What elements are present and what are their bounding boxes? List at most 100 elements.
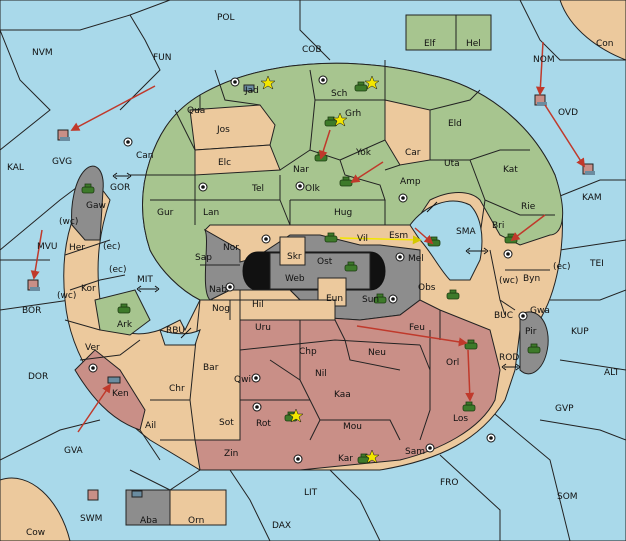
territory-hil-strip[interactable] [239,289,302,301]
label-feu: Feu [409,323,425,333]
army-icon [357,453,371,464]
territory-car[interactable] [384,99,431,166]
army-icon [117,303,131,314]
fleet-icon [534,94,547,106]
territory-skr[interactable] [279,236,306,266]
label-gaw: Gaw [86,201,106,211]
label-qwi: Qwi [234,375,251,385]
label-ec3: (ec) [109,265,127,275]
label-hug: Hug [334,208,352,218]
label-con: Con [596,39,614,49]
label-grh: Grh [345,109,361,119]
label-bri: Bri [492,221,504,231]
label-ail: Ail [145,421,156,431]
label-ovd: OVD [558,108,578,118]
sea-rbu[interactable] [159,329,201,346]
label-hil: Hil [252,300,264,310]
label-gvg: GVG [52,157,72,167]
label-ark: Ark [117,320,133,330]
red-region [194,289,501,471]
label-nar: Nar [293,165,309,175]
territory-jos[interactable] [189,104,276,151]
label-yok: Yok [355,148,372,158]
label-ec1: (ec) [103,242,121,252]
label-kor: Kor [81,284,96,294]
label-sam: Sam [405,447,425,457]
label-eun: Eun [326,294,343,304]
star-icon [260,75,276,90]
label-buc: BUC [494,311,513,321]
label-elf: Elf [424,39,436,49]
sea-sma[interactable] [409,200,483,281]
label-wc2: (wc) [57,291,76,301]
fleet-icon [582,163,595,175]
label-wc3: (wc) [499,276,518,286]
label-lit: LIT [304,488,318,498]
army-icon [354,81,368,92]
label-rbu: RBU [166,326,185,336]
label-gor: GOR [110,183,130,193]
label-tel: Tel [251,184,264,194]
territory-labels: POL NVM FUN COB Elf Hel NOM Con Jad Sch … [7,13,620,538]
label-nvm: NVM [32,48,53,58]
land-borders [64,239,550,461]
army-icon [81,183,95,194]
territory-pir[interactable] [519,311,549,375]
label-amp: Amp [400,177,421,187]
label-cob: COB [302,45,322,55]
star-icon [332,112,348,127]
star-icon [364,449,380,464]
label-orl: Orl [446,358,459,368]
territory-elc[interactable] [194,144,281,176]
label-her: Her [69,243,85,253]
army-icon [344,261,358,272]
label-aba: Aba [140,516,157,526]
fleets [27,84,595,501]
label-pir: Pir [525,327,537,337]
label-byn: Byn [523,274,540,284]
label-mvu: MVU [37,242,58,252]
label-sun: Sun [362,295,379,305]
label-obs: Obs [418,283,436,293]
label-ver: Ver [85,343,100,353]
label-jad: Jad [244,86,259,96]
label-mel: Mel [408,254,424,264]
label-ken: Ken [112,389,129,399]
territory-hel[interactable] [455,14,492,51]
label-hel: Hel [466,39,481,49]
label-ec2: (ec) [553,262,571,272]
fleet-icon [57,129,70,141]
label-swm: SWM [80,514,102,524]
label-uta: Uta [444,159,460,169]
label-kaa: Kaa [334,390,351,400]
label-car: Car [405,148,421,158]
label-chp: Chp [299,347,317,357]
label-mou: Mou [343,422,362,432]
army-icon [527,343,541,354]
label-nog: Nog [212,304,230,314]
label-skr: Skr [287,252,302,262]
label-bor: BOR [22,306,41,316]
label-tei: TEI [589,259,604,269]
label-pol: POL [217,13,235,23]
territory-orn[interactable] [169,489,227,526]
territory-gaw[interactable] [71,165,104,241]
label-olk: Olk [305,184,321,194]
label-eld: Eld [448,119,462,129]
label-rod: ROD [499,353,519,363]
label-kal: KAL [7,163,24,173]
label-gvp: GVP [555,404,574,414]
label-esm: Esm [389,231,408,241]
label-los: Los [453,414,468,424]
label-som: SOM [557,492,578,502]
label-gur: Gur [157,208,174,218]
star-icon [288,408,304,423]
label-dor: DOR [28,372,48,382]
label-sot: Sot [219,418,234,428]
label-kat: Kat [503,165,518,175]
label-rie: Rie [521,202,536,212]
fleet-icon [131,490,143,498]
link-arrows [112,172,521,371]
label-chr: Chr [169,384,185,394]
